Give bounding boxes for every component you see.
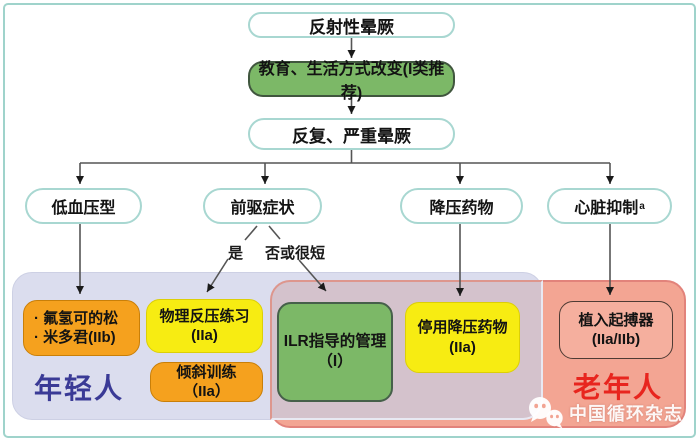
- elderly-patients-label: 老年人: [573, 372, 664, 403]
- branch-antihypertensive-drugs: 降压药物: [400, 188, 523, 224]
- branch-cardioinhibitory-label: 心脏抑制: [574, 200, 639, 217]
- node-recurrent-severe-syncope: 反复、严重晕厥: [248, 118, 455, 150]
- journal-watermark: 中国循环杂志: [527, 395, 683, 431]
- treatment-midodrine-line: · 米多君(IIb): [34, 329, 116, 346]
- treatment-pacemaker-label: 植入起搏器: [578, 311, 654, 329]
- wechat-icon: [529, 397, 563, 429]
- decision-no-or-short-label: 否或很短: [265, 245, 326, 262]
- node-reflex-syncope-label: 反射性晕厥: [309, 17, 394, 37]
- node-reflex-syncope: 反射性晕厥: [248, 12, 455, 38]
- journal-watermark-text: 中国循环杂志: [569, 404, 683, 424]
- node-education-lifestyle: 教育、生活方式改变(I类推荐): [248, 61, 455, 102]
- treatment-pacemaker-implant: 植入起搏器 (IIa/IIb): [559, 301, 673, 359]
- decision-yes-label: 是: [228, 245, 244, 262]
- treatment-ilr-class: （I）: [317, 353, 353, 370]
- node-recurrent-severe-syncope-label: 反复、严重晕厥: [292, 126, 411, 146]
- treatment-stop-antihypertensives-label: 停用降压药物: [417, 319, 508, 336]
- treatment-counterpressure-class: (IIa): [191, 327, 218, 344]
- branch-hypotensive-type: 低血压型: [25, 188, 142, 224]
- treatment-stop-antihypertensives-class: (IIa): [449, 338, 476, 356]
- treatment-ilr-label: ILR指导的管理: [283, 332, 387, 350]
- treatment-pacemaker-class: (IIa/IIb): [591, 331, 641, 348]
- branch-prodromal-symptoms: 前驱症状: [203, 188, 322, 224]
- treatment-tilt-training-label: 倾斜训练: [176, 363, 237, 381]
- branch-prodromal-symptoms-label: 前驱症状: [230, 200, 295, 217]
- treatment-tilt-training: 倾斜训练 （IIa）: [150, 362, 263, 402]
- treatment-fludrocortisone-line: · 氟氢可的松: [34, 309, 119, 327]
- treatment-stop-antihypertensives: 停用降压药物 (IIa): [405, 302, 520, 373]
- branch-cardioinhibitory-footnote: a: [639, 200, 645, 212]
- node-education-lifestyle-label: 教育、生活方式改变(I类推荐): [258, 61, 445, 102]
- page-frame: [3, 3, 696, 438]
- branch-antihypertensive-drugs-label: 降压药物: [429, 200, 494, 217]
- treatment-tilt-training-class: （IIa）: [183, 383, 230, 400]
- treatment-counterpressure-maneuvers: 物理反压练习 (IIa): [146, 299, 263, 353]
- branch-hypotensive-type-label: 低血压型: [51, 200, 116, 217]
- young-patients-label: 年轻人: [34, 373, 125, 404]
- treatment-ilr-guided-management: ILR指导的管理 （I）: [277, 302, 393, 402]
- treatment-counterpressure-label: 物理反压练习: [159, 307, 250, 325]
- treatment-fludrocortisone-midodrine: · 氟氢可的松 · 米多君(IIb): [23, 300, 140, 356]
